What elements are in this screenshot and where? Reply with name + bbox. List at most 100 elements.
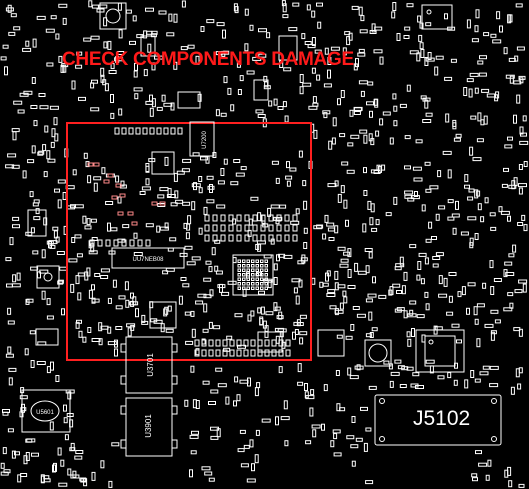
- component-pad: [82, 336, 87, 343]
- bga-ball-grid: [237, 259, 268, 290]
- component-pad: [292, 214, 298, 222]
- component-pad: [357, 270, 367, 275]
- component-pad: [490, 331, 495, 341]
- component-pad: [234, 313, 243, 318]
- component-pad: [200, 156, 208, 161]
- component-pad: [330, 46, 340, 51]
- component-pad: [406, 84, 411, 92]
- component-pad: [64, 434, 69, 441]
- bga-ball: [242, 264, 246, 268]
- component-pad: [88, 289, 93, 299]
- component-pad: [480, 216, 485, 223]
- component-pad: [391, 11, 396, 19]
- ic-mid-d: [317, 329, 345, 357]
- component-pad: [101, 167, 106, 175]
- component-pad: [139, 191, 146, 195]
- component-pad: [489, 383, 499, 388]
- component-pad: [363, 134, 368, 144]
- component-pad: [11, 164, 20, 169]
- component-pad: [351, 416, 356, 423]
- component-pad: [472, 157, 482, 162]
- component-pad: [297, 363, 302, 373]
- component-pad: [407, 313, 417, 318]
- component-pad: [479, 371, 489, 376]
- component-pad: [392, 283, 401, 288]
- component-pad: [100, 460, 105, 469]
- component-pad: [75, 450, 84, 454]
- component-pad: [118, 29, 123, 39]
- component-pad: [302, 180, 307, 187]
- component-pad: [228, 214, 234, 222]
- component-pad: [49, 244, 56, 249]
- component-pad: [424, 291, 429, 298]
- component-pad: [167, 188, 172, 198]
- component-pad: [236, 60, 241, 68]
- component-pad: [161, 94, 166, 102]
- component-pad: [401, 285, 406, 295]
- component-pad: [143, 30, 148, 39]
- component-pad: [302, 82, 312, 87]
- component-pad: [438, 205, 446, 210]
- component-pad: [347, 142, 354, 147]
- component-pad: [100, 325, 109, 330]
- component-pad: [71, 80, 76, 90]
- component-pad: [455, 133, 462, 138]
- component-pad: [213, 325, 221, 330]
- component-pad: [274, 306, 281, 311]
- component-pad: [475, 9, 480, 19]
- component-pad: [23, 455, 28, 465]
- component-pad: [176, 170, 185, 175]
- component-pad: [328, 237, 335, 241]
- component-pad: [466, 78, 474, 83]
- component-pad: [223, 50, 230, 55]
- component-pad: [189, 469, 193, 478]
- component-pad: [283, 400, 288, 410]
- component-pad: [156, 106, 163, 111]
- component-pad: [348, 32, 353, 41]
- component-pad: [293, 321, 300, 326]
- component-pad: [337, 246, 346, 251]
- component-pad: [237, 448, 245, 453]
- component-pad: [68, 258, 78, 263]
- component-pad: [489, 365, 499, 370]
- component-pad: [254, 387, 259, 397]
- component-pad: [285, 349, 291, 357]
- component-pad: [111, 442, 120, 447]
- component-pad: [43, 171, 48, 178]
- component-pad: [428, 221, 433, 229]
- component-pad: [311, 424, 321, 429]
- component-pad: [54, 188, 60, 193]
- component-pad: [234, 6, 239, 14]
- component-pad: [70, 474, 80, 479]
- component-pad: [299, 337, 304, 345]
- component-pad: [409, 50, 419, 55]
- component-pad: [513, 327, 521, 332]
- component-pad: [464, 379, 469, 389]
- component-pad: [200, 26, 205, 32]
- component-pad: [416, 52, 421, 62]
- component-pad: [37, 341, 47, 346]
- component-pad: [115, 305, 123, 310]
- component-pad: [311, 277, 316, 285]
- component-pad: [31, 77, 36, 84]
- component-pad: [203, 303, 208, 313]
- component-pad: [137, 239, 143, 247]
- component-pad: [79, 477, 87, 482]
- component-pad: [103, 41, 108, 49]
- bga-ball: [255, 277, 259, 281]
- component-pad: [132, 15, 137, 22]
- component-pad: [40, 474, 45, 484]
- component-pad: [403, 310, 408, 319]
- component-pad: [515, 3, 523, 8]
- component-pad: [406, 3, 414, 8]
- component-pad: [490, 309, 499, 314]
- component-pad: [215, 270, 223, 275]
- component-pad: [489, 260, 494, 269]
- component-pad: [317, 21, 322, 29]
- component-pad: [5, 7, 14, 12]
- component-pad: [147, 43, 152, 53]
- component-pad: [217, 383, 227, 388]
- component-pad: [389, 137, 394, 145]
- component-pad: [420, 278, 425, 285]
- component-pad: [359, 29, 368, 34]
